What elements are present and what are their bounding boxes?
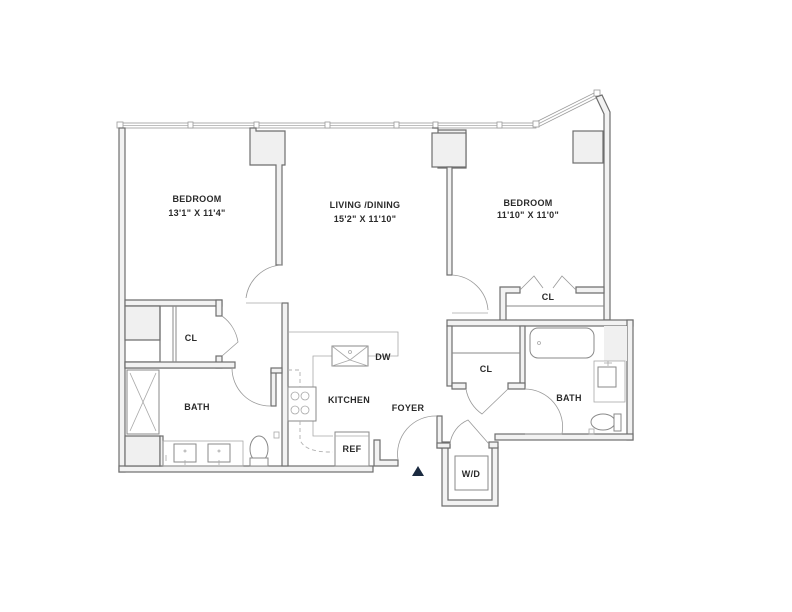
living-dining-label: LIVING /DINING: [330, 200, 401, 210]
kitchen-fixtures: [287, 331, 399, 467]
door-swings: [221, 264, 577, 461]
kitchen-label: KITCHEN: [328, 395, 370, 405]
room-labels: BEDROOM 13'1" X 11'4" LIVING /DINING 15'…: [168, 194, 581, 479]
bedroom-2-label: BEDROOM: [503, 198, 552, 208]
foyer-label: FOYER: [392, 403, 425, 413]
window-strip: [116, 89, 601, 129]
closet-2-label: CL: [542, 292, 555, 302]
closet-1-label: CL: [185, 333, 198, 343]
stove: [287, 386, 317, 422]
closet-3-label: CL: [480, 364, 493, 374]
washer-dryer-label: W/D: [462, 469, 481, 479]
bath-2-fixtures: [529, 327, 626, 435]
entry-triangle-icon: [412, 466, 424, 476]
bedroom-1-dimensions: 13'1" X 11'4": [168, 208, 225, 218]
bath-1-fixtures: [126, 369, 280, 467]
bedroom-1-label: BEDROOM: [172, 194, 221, 204]
bedroom-2-dimensions: 11'10" X 11'0": [497, 210, 559, 220]
bath-1-label: BATH: [184, 402, 210, 412]
living-dining-dimensions: 15'2" X 11'10": [334, 214, 397, 224]
dishwasher-label: DW: [375, 352, 391, 362]
kitchen-sink: [331, 345, 369, 367]
refrigerator: [334, 431, 370, 467]
refrigerator-label: REF: [343, 444, 362, 454]
washer-dryer-unit: [454, 455, 489, 491]
bath-2-label: BATH: [556, 393, 582, 403]
walls: [118, 94, 634, 507]
